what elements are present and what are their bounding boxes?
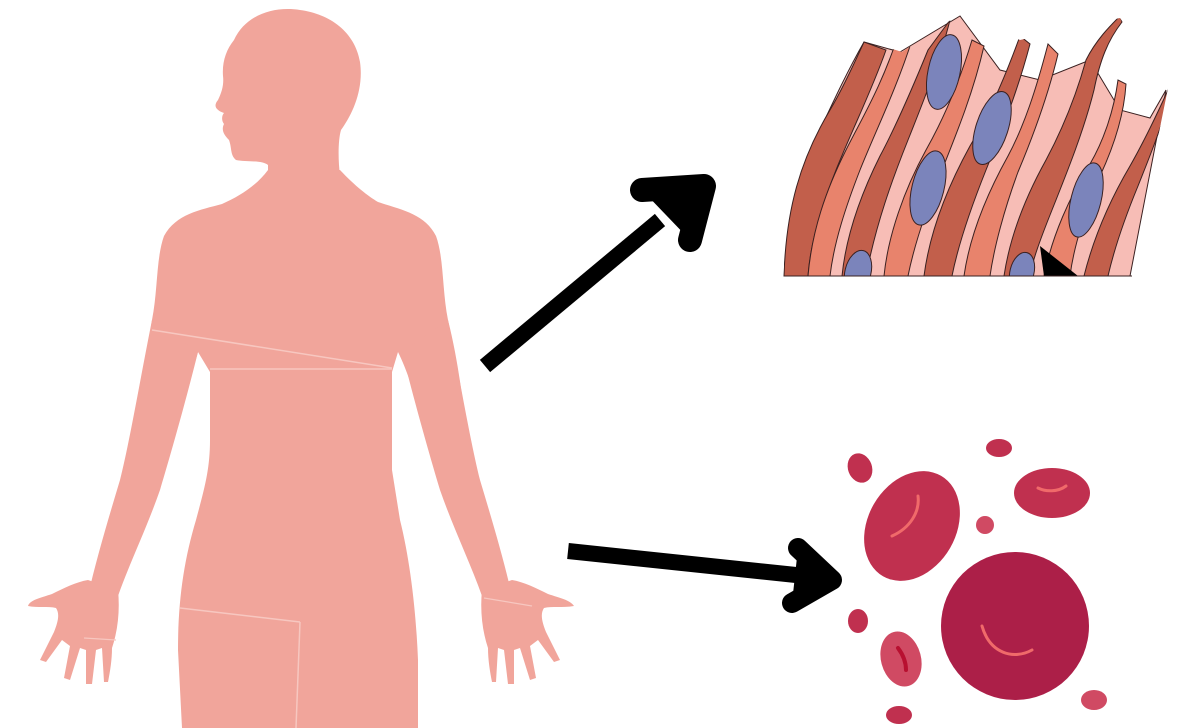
blood-cell-small-1 (844, 450, 877, 486)
arrow-to-muscle-tissue (485, 186, 704, 366)
arrow-to-blood-cells (568, 548, 840, 603)
red-blood-cell-icon (844, 439, 1107, 724)
muscle-fiber-icon (784, 16, 1170, 296)
body-torso (130, 170, 470, 728)
body-left-hand (28, 580, 119, 684)
blood-cell-medium-3 (874, 627, 927, 691)
blood-cell-small-5 (1081, 690, 1107, 710)
body-right-hand (481, 580, 574, 684)
blood-cell-small-2 (986, 439, 1012, 457)
blood-cell-small-3 (848, 609, 868, 633)
body-left-arm (88, 320, 198, 596)
body-head (216, 9, 361, 176)
blood-cell-medium-2 (1014, 468, 1090, 518)
arrow-icon (485, 220, 660, 366)
arrow-icon (568, 551, 815, 577)
blood-cell-tiny-1 (976, 516, 994, 534)
blood-cell-large (941, 552, 1089, 700)
blood-cell-small-4 (886, 706, 912, 724)
